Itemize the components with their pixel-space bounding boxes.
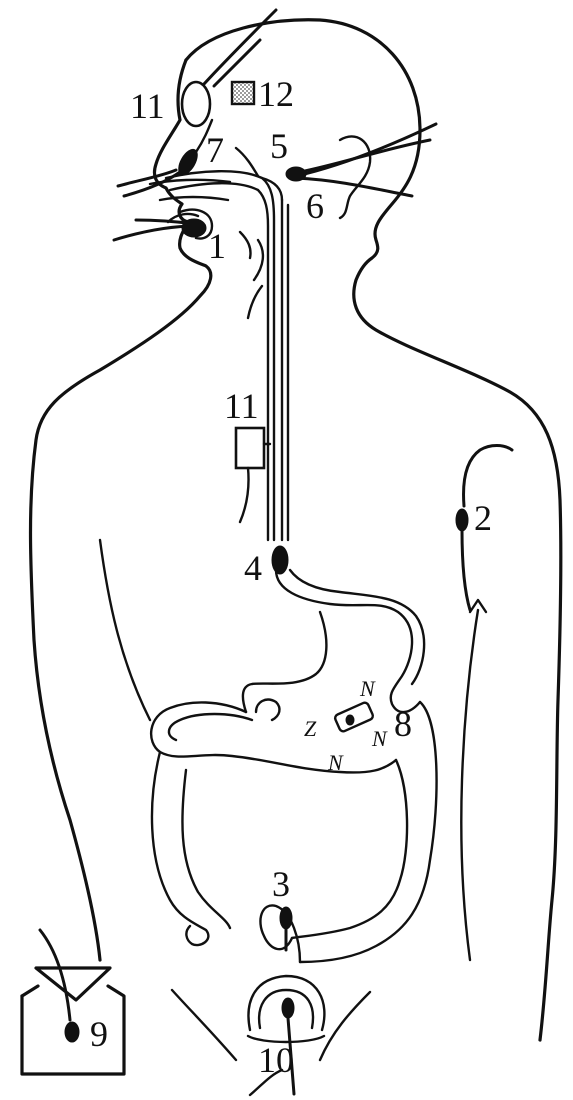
receptor-12-square xyxy=(232,82,254,104)
label-6: 6 xyxy=(306,186,324,226)
stimulus-mark-d: Z xyxy=(304,716,317,741)
digestive-tract xyxy=(151,570,436,962)
label-8: 8 xyxy=(394,704,412,744)
label-10: 10 xyxy=(258,1040,294,1080)
label-2: 2 xyxy=(474,498,492,538)
receptor-1-taste xyxy=(114,210,212,240)
stimulus-mark-b: N xyxy=(371,726,388,751)
receptor-4 xyxy=(272,546,288,574)
stimulus-mark-a: N xyxy=(359,676,376,701)
label-7: 7 xyxy=(206,130,224,170)
number-labels: 11 12 7 5 6 1 11 2 4 8 3 9 10 xyxy=(90,74,492,1080)
receptor-8-gut: N Z N N xyxy=(304,676,388,775)
stimulus-mark-c: N xyxy=(327,750,344,775)
label-3: 3 xyxy=(272,864,290,904)
label-12: 12 xyxy=(258,74,294,114)
receptor-9-box xyxy=(22,930,124,1074)
label-9: 9 xyxy=(90,1014,108,1054)
label-11-head: 11 xyxy=(130,86,165,126)
label-11-neck: 11 xyxy=(224,386,259,426)
label-5: 5 xyxy=(270,126,288,166)
label-1: 1 xyxy=(208,226,226,266)
label-4: 4 xyxy=(244,548,262,588)
receptor-11-neck xyxy=(236,428,270,522)
